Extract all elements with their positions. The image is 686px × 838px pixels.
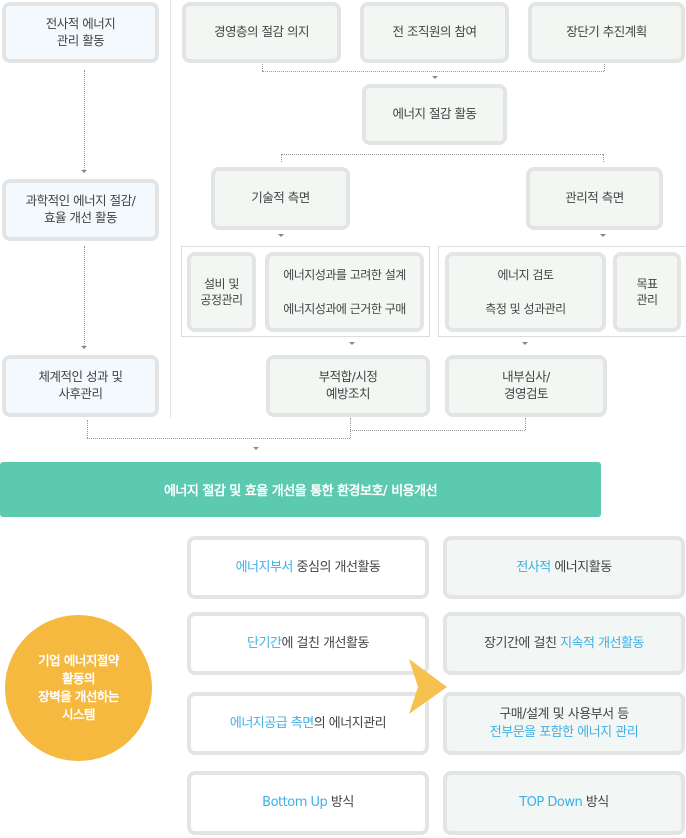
arrow-icon [81,170,87,173]
goal-banner: 에너지 절감 및 효율 개선을 통한 환경보호/ 비용개선 [0,462,601,517]
connector [281,154,603,155]
hl: 에너지부서 [235,559,294,575]
before-4: Bottom Up 방식 [187,771,429,835]
system-circle: 기업 에너지절약 활동의 장벽을 개선하는 시스템 [5,615,152,761]
hl: 단기간 [247,635,282,651]
connector [603,154,604,162]
connector [350,430,525,431]
hl: TOP Down [519,795,583,811]
before-1: 에너지부서 중심의 개선활동 [187,536,429,599]
text: 장기간에 걸친 [484,635,561,651]
connector [604,64,605,71]
text: 방식 [582,795,609,811]
connector [262,64,263,71]
arrow-icon [349,342,355,345]
mgmt-aspect: 관리적 측면 [526,167,663,230]
text: 방식 [327,795,354,811]
facility-mgmt: 설비 및 공정관리 [187,252,256,332]
left-step-2: 과학적인 에너지 절감/ 효율 개선 활동 [2,179,159,241]
connector [87,438,350,439]
hl: 전사적 [516,559,551,575]
corrective-action: 부적합/시정 예방조치 [266,355,430,417]
arrow-icon [600,234,606,237]
connector [262,71,604,72]
text: 의 에너지관리 [313,715,387,731]
arrow-right-icon [409,659,447,714]
connector [84,246,85,346]
review-text: 에너지 검토 [497,267,554,282]
tech-group [181,246,430,337]
arrow-icon [253,447,259,450]
hl: 전부문을 포함한 에너지 관리 [489,724,639,740]
design-text: 에너지성과를 고려한 설계 [283,267,406,282]
text: 에 걸친 개선활동 [281,635,369,651]
text: 에너지활동 [550,559,612,575]
divider [170,0,171,418]
tech-aspect: 기술적 측면 [211,167,350,230]
left-step-1: 전사적 에너지 관리 활동 [2,2,159,63]
arrow-icon [81,346,87,349]
hl: 지속적 개선활동 [560,635,644,651]
before-2: 단기간에 걸친 개선활동 [187,612,429,675]
after-1: 전사적 에너지활동 [443,536,685,599]
connector [84,70,85,170]
connector [525,418,526,430]
mgmt-group [438,246,686,337]
before-3: 에너지공급 측면의 에너지관리 [187,692,429,755]
top-factor-2: 전 조직원의 참여 [360,2,509,63]
after-2: 장기간에 걸친 지속적 개선활동 [443,612,685,675]
design-purchase: 에너지성과를 고려한 설계 에너지성과에 근거한 구매 [265,252,424,332]
arrow-icon [432,76,438,79]
arrow-icon [522,342,528,345]
goal-mgmt: 목표 관리 [613,252,681,332]
top-factor-1: 경영층의 절감 의지 [182,2,341,63]
hl: Bottom Up [262,795,328,811]
internal-audit: 내부심사/ 경영검토 [445,355,607,417]
after-4: TOP Down 방식 [443,771,685,835]
connector [350,418,351,438]
center-activity: 에너지 절감 활동 [362,84,507,145]
connector [87,420,88,438]
measure-text: 측정 및 성과관리 [485,302,566,316]
review-measure: 에너지 검토 측정 및 성과관리 [445,252,606,332]
purchase-text: 에너지성과에 근거한 구매 [283,302,406,316]
arrow-icon [278,234,284,237]
text: 중심의 개선활동 [292,559,381,575]
top-factor-3: 장단기 추진계획 [528,2,685,63]
text: 구매/설계 및 사용부서 등 [499,706,629,722]
left-step-3: 체계적인 성과 및 사후관리 [2,355,159,417]
connector [281,154,282,162]
hl: 에너지공급 측면 [229,715,314,731]
